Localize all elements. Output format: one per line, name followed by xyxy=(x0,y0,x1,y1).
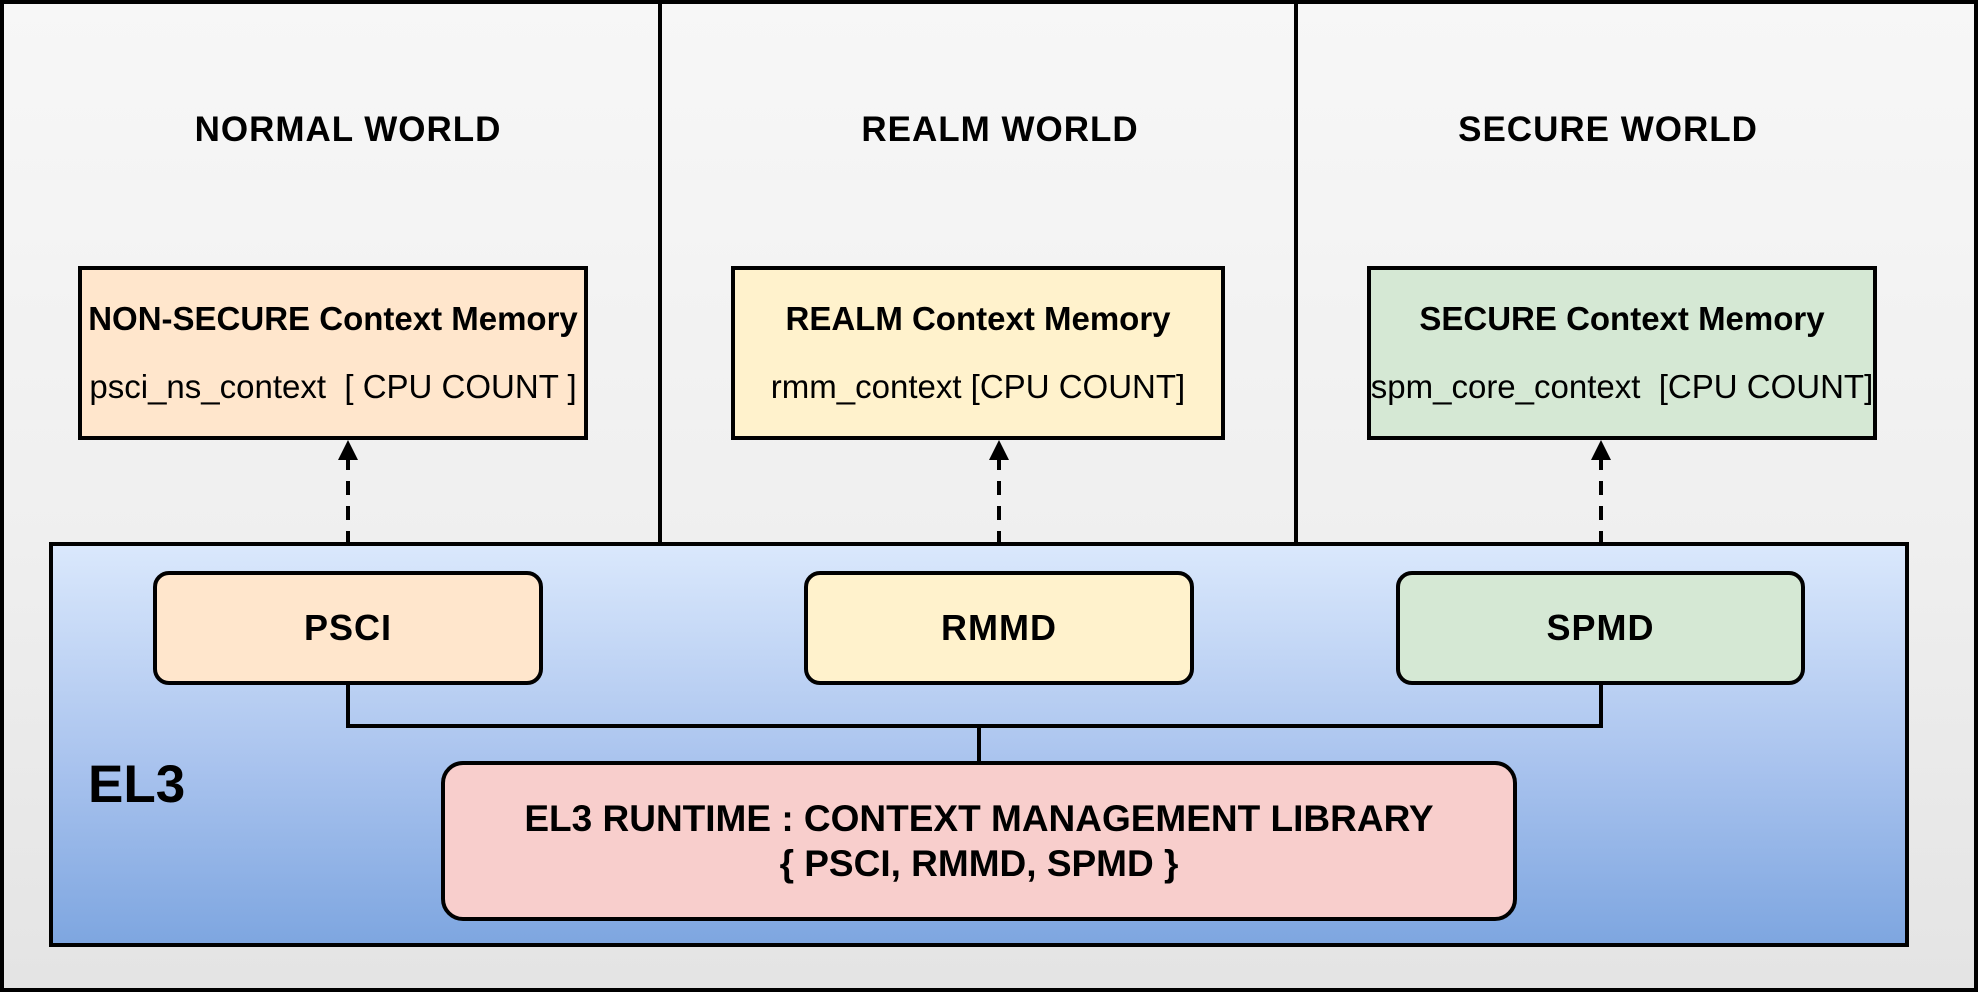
dashed-line xyxy=(1599,456,1603,555)
non-secure-context-memory-value: psci_ns_context [ CPU COUNT ] xyxy=(89,368,577,405)
secure-context-memory-title: SECURE Context Memory xyxy=(1419,300,1825,337)
world-title-normal: NORMAL WORLD xyxy=(194,110,502,149)
el3-runtime-library-box: EL3 RUNTIME : CONTEXT MANAGEMENT LIBRARY… xyxy=(441,761,1517,921)
connector-runtime-drop xyxy=(977,726,981,763)
spmd-box: SPMD xyxy=(1396,571,1805,685)
el3-runtime-library-subtitle: { PSCI, RMMD, SPMD } xyxy=(779,843,1179,884)
dashed-line xyxy=(997,456,1001,555)
connector-bus-line xyxy=(346,724,1603,728)
connector-psci-stub xyxy=(346,683,350,728)
realm-context-memory-value: rmm_context [CPU COUNT] xyxy=(770,368,1186,405)
non-secure-context-memory-title: NON-SECURE Context Memory xyxy=(88,300,578,337)
world-title-realm: REALM WORLD xyxy=(861,110,1139,149)
psci-box: PSCI xyxy=(153,571,543,685)
dashed-line xyxy=(346,456,350,555)
connector-spmd-stub xyxy=(1599,683,1603,728)
world-divider-normal-realm xyxy=(658,4,662,544)
rmmd-label: RMMD xyxy=(941,607,1057,648)
realm-context-memory-title: REALM Context Memory xyxy=(785,300,1171,337)
secure-context-memory-box: SECURE Context Memory spm_core_context [… xyxy=(1367,266,1877,440)
psci-label: PSCI xyxy=(303,607,393,648)
spmd-label: SPMD xyxy=(1546,607,1655,648)
el3-runtime-library-title: EL3 RUNTIME : CONTEXT MANAGEMENT LIBRARY xyxy=(524,798,1434,839)
secure-context-memory-value: spm_core_context [CPU COUNT] xyxy=(1370,368,1874,405)
world-title-secure: SECURE WORLD xyxy=(1458,110,1758,149)
non-secure-context-memory-box: NON-SECURE Context Memory psci_ns_contex… xyxy=(78,266,588,440)
world-divider-realm-secure xyxy=(1294,4,1298,544)
realm-context-memory-box: REALM Context Memory rmm_context [CPU CO… xyxy=(731,266,1225,440)
rmmd-box: RMMD xyxy=(804,571,1194,685)
el3-label: EL3 xyxy=(88,755,186,814)
